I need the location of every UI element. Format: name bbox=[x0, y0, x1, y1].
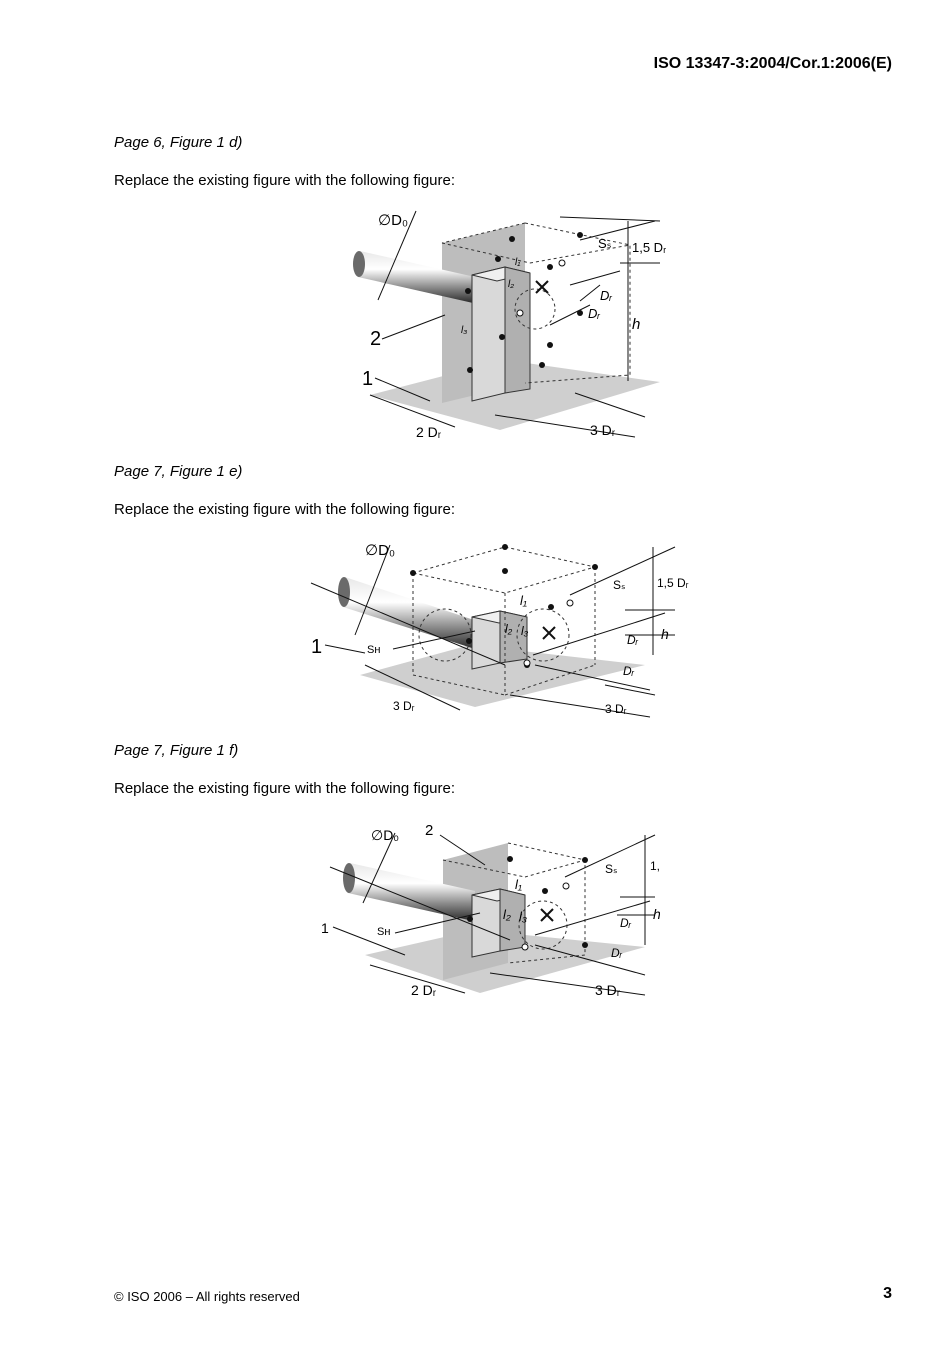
h-label: h bbox=[661, 626, 669, 642]
h-label: h bbox=[653, 906, 660, 922]
l2-label: l₂ bbox=[508, 279, 514, 290]
dr-label: Dᵣ bbox=[611, 946, 623, 960]
height-15dr-label: 1,5 Dᵣ bbox=[657, 576, 689, 590]
copyright-notice: © ISO 2006 – All rights reserved bbox=[114, 1289, 300, 1304]
figure-1f: ∅D₀ 2 Sₛ 1,5 Dᵣ l₁ l₂ l₃ h Dᵣ Dᵣ 1 Sʜ 2 … bbox=[321, 822, 660, 998]
3dr-label: 3 Dᵣ bbox=[595, 982, 621, 998]
page-number: 3 bbox=[883, 1285, 892, 1302]
dr-label: Dᵣ bbox=[623, 664, 635, 678]
callout-1: 1 bbox=[321, 920, 329, 936]
dr-label: Dᵣ bbox=[620, 916, 632, 930]
diameter-label: ∅D₀ bbox=[378, 212, 408, 229]
pipe bbox=[348, 863, 475, 921]
l2-label: l₂ bbox=[503, 907, 511, 922]
ss-label: Sₛ bbox=[605, 862, 617, 876]
l3-label: l₃ bbox=[519, 909, 527, 924]
l2-label: l₂ bbox=[505, 622, 513, 636]
ss-label: Sₛ bbox=[613, 578, 625, 592]
callout-1: 1 bbox=[362, 368, 373, 390]
figure-1e: ∅D₀ Sₛ 1,5 Dᵣ l₁ l₂ l₃ h Dᵣ Dᵣ 1 Sʜ 3 Dᵣ… bbox=[310, 542, 689, 718]
pipe bbox=[358, 251, 475, 303]
3dr-label: 3 Dᵣ bbox=[590, 422, 616, 438]
figure-caption: Page 7, Figure 1 f) bbox=[114, 742, 239, 759]
ss-label: Sₛ bbox=[598, 236, 612, 251]
floor-plane bbox=[360, 645, 645, 707]
instruction-text: Replace the existing figure with the fol… bbox=[114, 501, 456, 518]
2dr-label: 2 Dᵣ bbox=[416, 424, 442, 440]
height-15dr-label: 1,5 Dᵣ bbox=[632, 240, 666, 255]
h-label: h bbox=[632, 316, 640, 333]
diameter-label: ∅D₀ bbox=[371, 827, 399, 843]
figure-caption: Page 6, Figure 1 d) bbox=[114, 134, 243, 151]
dr-label: Dᵣ bbox=[627, 633, 639, 647]
instruction-text: Replace the existing figure with the fol… bbox=[114, 172, 456, 189]
l1-label: l₁ bbox=[520, 593, 527, 608]
2dr-label: 2 Dᵣ bbox=[411, 982, 437, 998]
diameter-label: ∅D₀ bbox=[365, 542, 395, 559]
l1-label: l₁ bbox=[515, 257, 520, 268]
pipe bbox=[343, 577, 477, 649]
document-header: ISO 13347-3:2004/Cor.1:2006(E) bbox=[653, 55, 892, 72]
source-box-front bbox=[471, 266, 506, 402]
dr-label: Dᵣ bbox=[588, 306, 600, 321]
height-15dr-label: 1,5 Dᵣ bbox=[650, 859, 660, 873]
figure-caption: Page 7, Figure 1 e) bbox=[114, 463, 243, 480]
callout-2: 2 bbox=[425, 822, 433, 839]
sh-label: Sʜ bbox=[367, 644, 380, 656]
callout-2: 2 bbox=[370, 328, 381, 350]
dr-label: Dᵣ bbox=[600, 288, 612, 303]
figure-1d: ∅D₀ Sₛ 1,5 Dᵣ Dᵣ Dᵣ h l₁ l₂ l₃ 2 1 2 Dᵣ … bbox=[353, 210, 666, 440]
sh-label: Sʜ bbox=[377, 926, 390, 938]
l3-label: l₃ bbox=[461, 325, 467, 336]
instruction-text: Replace the existing figure with the fol… bbox=[114, 780, 456, 797]
callout-1: 1 bbox=[311, 636, 322, 658]
l1-label: l₁ bbox=[515, 877, 522, 892]
3dr-label: 3 Dᵣ bbox=[393, 699, 415, 713]
3dr-label: 3 Dᵣ bbox=[605, 702, 627, 716]
l3-label: l₃ bbox=[521, 624, 529, 638]
